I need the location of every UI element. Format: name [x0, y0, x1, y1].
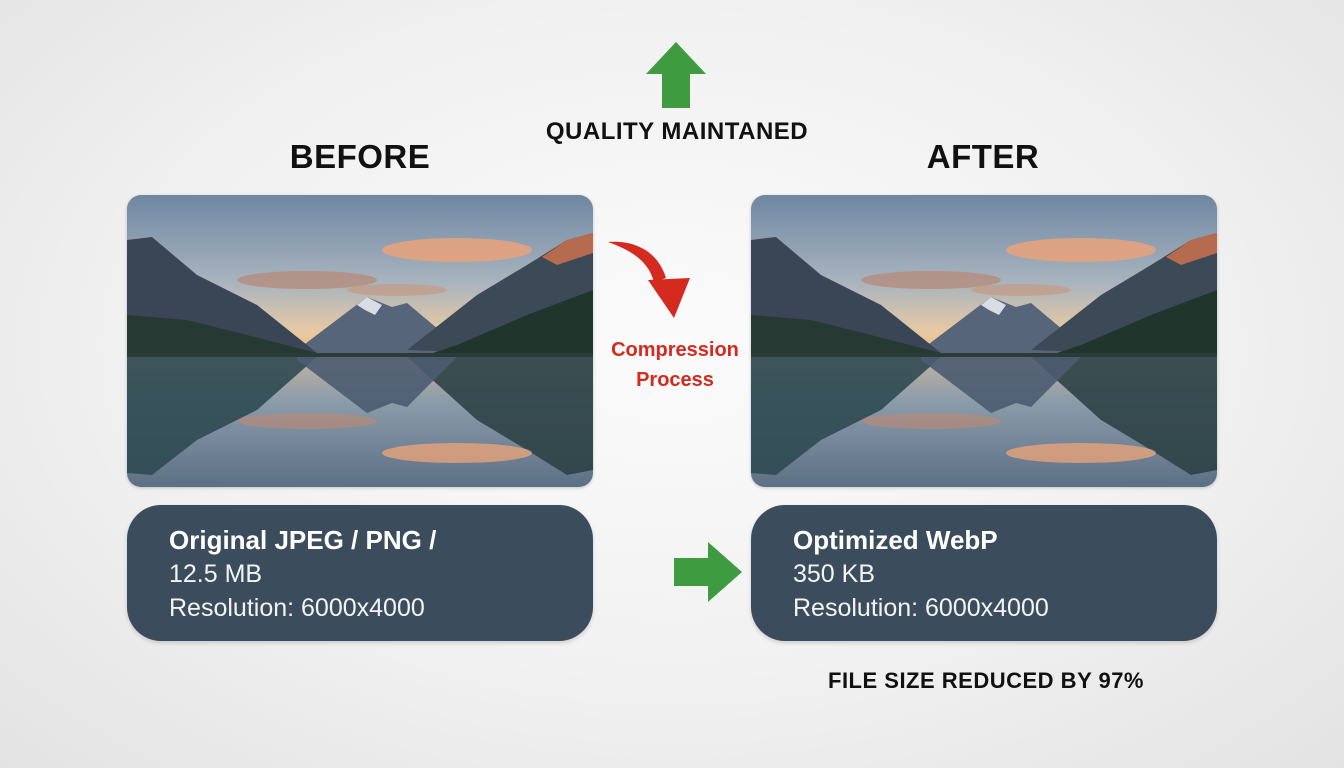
before-info-card: Original JPEG / PNG / 12.5 MB Resolution…: [127, 505, 593, 641]
compression-curved-arrow-icon: [606, 238, 696, 320]
after-heading: AFTER: [926, 138, 1040, 175]
before-resolution: Resolution: 6000x4000: [169, 594, 425, 622]
green-right-arrow-icon: [674, 542, 742, 602]
compression-process-label: Compression Process: [596, 335, 754, 395]
after-size: 350 KB: [793, 560, 876, 588]
after-resolution: Resolution: 6000x4000: [793, 594, 1049, 622]
after-image: [751, 195, 1217, 487]
quality-up-arrow-icon: [646, 42, 706, 108]
before-heading: BEFORE: [289, 138, 431, 175]
compression-label-line2: Process: [636, 369, 714, 391]
before-size: 12.5 MB: [169, 560, 263, 588]
compression-label-line1: Compression: [611, 339, 739, 361]
after-format: Optimized WebP: [793, 525, 998, 555]
before-format: Original JPEG / PNG /: [169, 525, 437, 555]
after-info-card: Optimized WebP 350 KB Resolution: 6000x4…: [751, 505, 1217, 641]
file-size-reduced-label: FILE SIZE REDUCED BY 97%: [828, 668, 1144, 693]
before-image: [127, 195, 593, 487]
quality-maintained-label: QUALITY MAINTANED: [545, 118, 809, 145]
